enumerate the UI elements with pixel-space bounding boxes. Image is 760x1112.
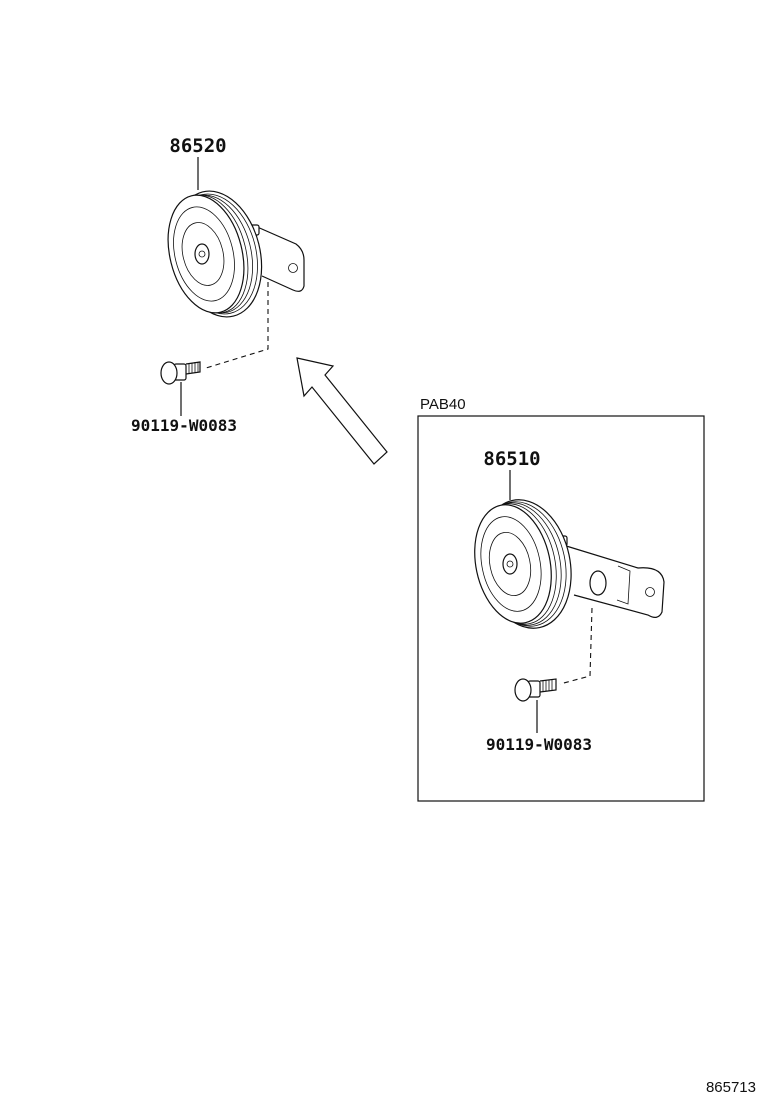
inset-label: PAB40 [420,396,466,413]
part-number-86510: 86510 [483,448,540,470]
assembly-line-inset [559,607,593,685]
part-number-bolt-main: 90119-W0083 [131,416,237,435]
bolt-90119-inset[interactable] [514,678,557,702]
part-number-bolt-inset: 90119-W0083 [486,735,592,754]
assembly-line-main [205,282,269,369]
inset-frame [417,415,705,802]
horn-86510[interactable] [464,491,665,636]
part-number-86520: 86520 [169,135,226,157]
figure-id: 865713 [706,1079,756,1096]
bolt-90119-main[interactable] [160,361,201,385]
direction-arrow [296,357,388,465]
horn-86520[interactable] [157,182,305,327]
